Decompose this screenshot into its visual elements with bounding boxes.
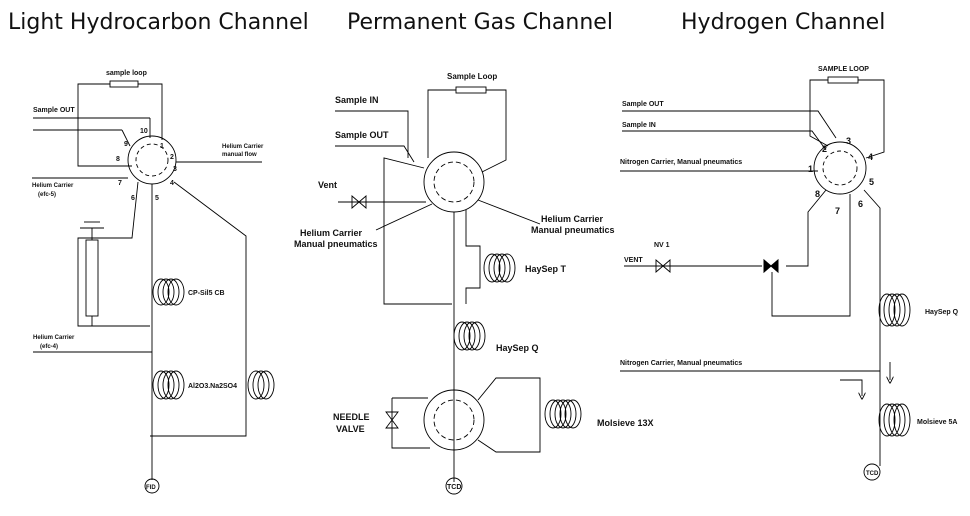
light-port-3: 3: [173, 166, 177, 173]
perm-sample-out-label: Sample OUT: [335, 130, 389, 140]
h2-nv-label: NV 1: [654, 242, 670, 249]
h2-nv-valve-icon: [655, 259, 671, 273]
h2-nitrogen-2-label: Nitrogen Carrier, Manual pneumatics: [620, 360, 742, 367]
hydrogen-title: Hydrogen Channel: [681, 10, 886, 35]
perm-column-3: [544, 399, 582, 429]
h2-port-4: 4: [868, 152, 873, 162]
light-port-7: 7: [118, 180, 122, 187]
h2-sample-loop-label: SAMPLE LOOP: [818, 66, 869, 73]
h2-port-8: 8: [815, 189, 820, 199]
perm-needle-valve-label-1: NEEDLE: [333, 412, 370, 422]
perm-valve-2: [423, 389, 485, 451]
light-helium-manual-1: Helium Carrier: [222, 144, 264, 150]
light-helium-efc5-2: (efc-5): [38, 192, 56, 198]
light-port-2: 2: [170, 154, 174, 161]
perm-sample-in-label: Sample IN: [335, 95, 379, 105]
h2-tcd-detector: [863, 463, 881, 481]
h2-column-1: [878, 293, 911, 327]
light-10-port-valve: [127, 135, 177, 185]
light-port-5: 5: [155, 195, 159, 202]
h2-sample-in-label: Sample IN: [622, 122, 656, 129]
perm-needle-valve-icon: [385, 411, 399, 429]
h2-8-port-valve: [813, 141, 867, 195]
light-helium-efc5-1: Helium Carrier: [32, 183, 74, 189]
h2-vent-label: VENT: [624, 257, 643, 264]
perm-valve-1: [423, 151, 485, 213]
perm-column-3-label: Molsieve 13X: [597, 418, 654, 428]
h2-sample-loop: [827, 76, 859, 84]
permanent-gas-title: Permanent Gas Channel: [347, 10, 613, 35]
perm-column-2-label: HaySep Q: [496, 343, 539, 353]
perm-helium-left-1: Helium Carrier: [300, 228, 363, 238]
h2-port-6: 6: [858, 199, 863, 209]
h2-nitrogen-1-label: Nitrogen Carrier, Manual pneumatics: [620, 159, 742, 166]
light-fid-detector: [144, 478, 160, 494]
h2-port-5: 5: [869, 177, 874, 187]
h2-check-valve-icon: [763, 258, 779, 274]
perm-column-1-label: HaySep T: [525, 264, 567, 274]
h2-port-3: 3: [846, 136, 851, 146]
light-column-1: [152, 278, 185, 306]
light-column-2: [152, 370, 185, 400]
light-port-9: 9: [124, 141, 128, 148]
perm-vent-valve-icon: [351, 195, 367, 209]
light-helium-efc4-1: Helium Carrier: [33, 335, 75, 341]
h2-column-2: [878, 403, 911, 437]
light-sample-loop: [109, 80, 139, 88]
h2-port-7: 7: [835, 206, 840, 216]
light-port-6: 6: [131, 195, 135, 202]
perm-helium-right-1: Helium Carrier: [541, 214, 604, 224]
perm-sample-loop: [455, 86, 487, 94]
light-column-1-label: CP-Sil5 CB: [188, 290, 225, 297]
light-port-10: 10: [140, 128, 148, 135]
perm-helium-right-2: Manual pneumatics: [531, 225, 615, 235]
h2-port-1: 1: [808, 164, 813, 174]
h2-column-2-label: Molsieve 5A: [917, 419, 957, 426]
light-port-1: 1: [160, 143, 164, 150]
perm-needle-valve-label-2: VALVE: [336, 424, 365, 434]
permanent-gas-channel: Sample Loop Sample IN Sample OUT Vent He…: [294, 72, 654, 495]
light-fid-label: FID: [146, 485, 156, 491]
perm-tcd-detector: [445, 477, 463, 495]
perm-tcd-label: TCD: [447, 484, 461, 491]
hydrogen-channel: SAMPLE LOOP Sample OUT Sample IN Nitroge…: [620, 66, 959, 481]
light-column-2-label: Al2O3.Na2SO4: [188, 383, 237, 390]
h2-tcd-label: TCD: [866, 471, 879, 477]
light-sample-loop-label: sample loop: [106, 70, 147, 77]
light-hydrocarbon-title: Light Hydrocarbon Channel: [8, 10, 309, 35]
light-hydrocarbon-channel: sample loop 10 1 2 3 4 5 6 7 8 9 Sample …: [32, 70, 275, 494]
perm-column-1: [483, 253, 516, 283]
perm-helium-left-2: Manual pneumatics: [294, 239, 378, 249]
light-sample-out-label: Sample OUT: [33, 107, 75, 114]
perm-vent-label: Vent: [318, 180, 337, 190]
h2-port-2: 2: [822, 144, 827, 154]
light-column-3: [247, 370, 275, 400]
light-port-4: 4: [170, 180, 174, 187]
light-helium-efc4-2: (efc-4): [40, 344, 58, 350]
light-helium-manual-2: manual flow: [222, 152, 257, 158]
h2-sample-out-label: Sample OUT: [622, 101, 664, 108]
h2-column-1-label: HaySep Q: [925, 309, 959, 316]
perm-column-2: [453, 321, 486, 351]
light-port-8: 8: [116, 156, 120, 163]
perm-sample-loop-label: Sample Loop: [447, 72, 497, 81]
